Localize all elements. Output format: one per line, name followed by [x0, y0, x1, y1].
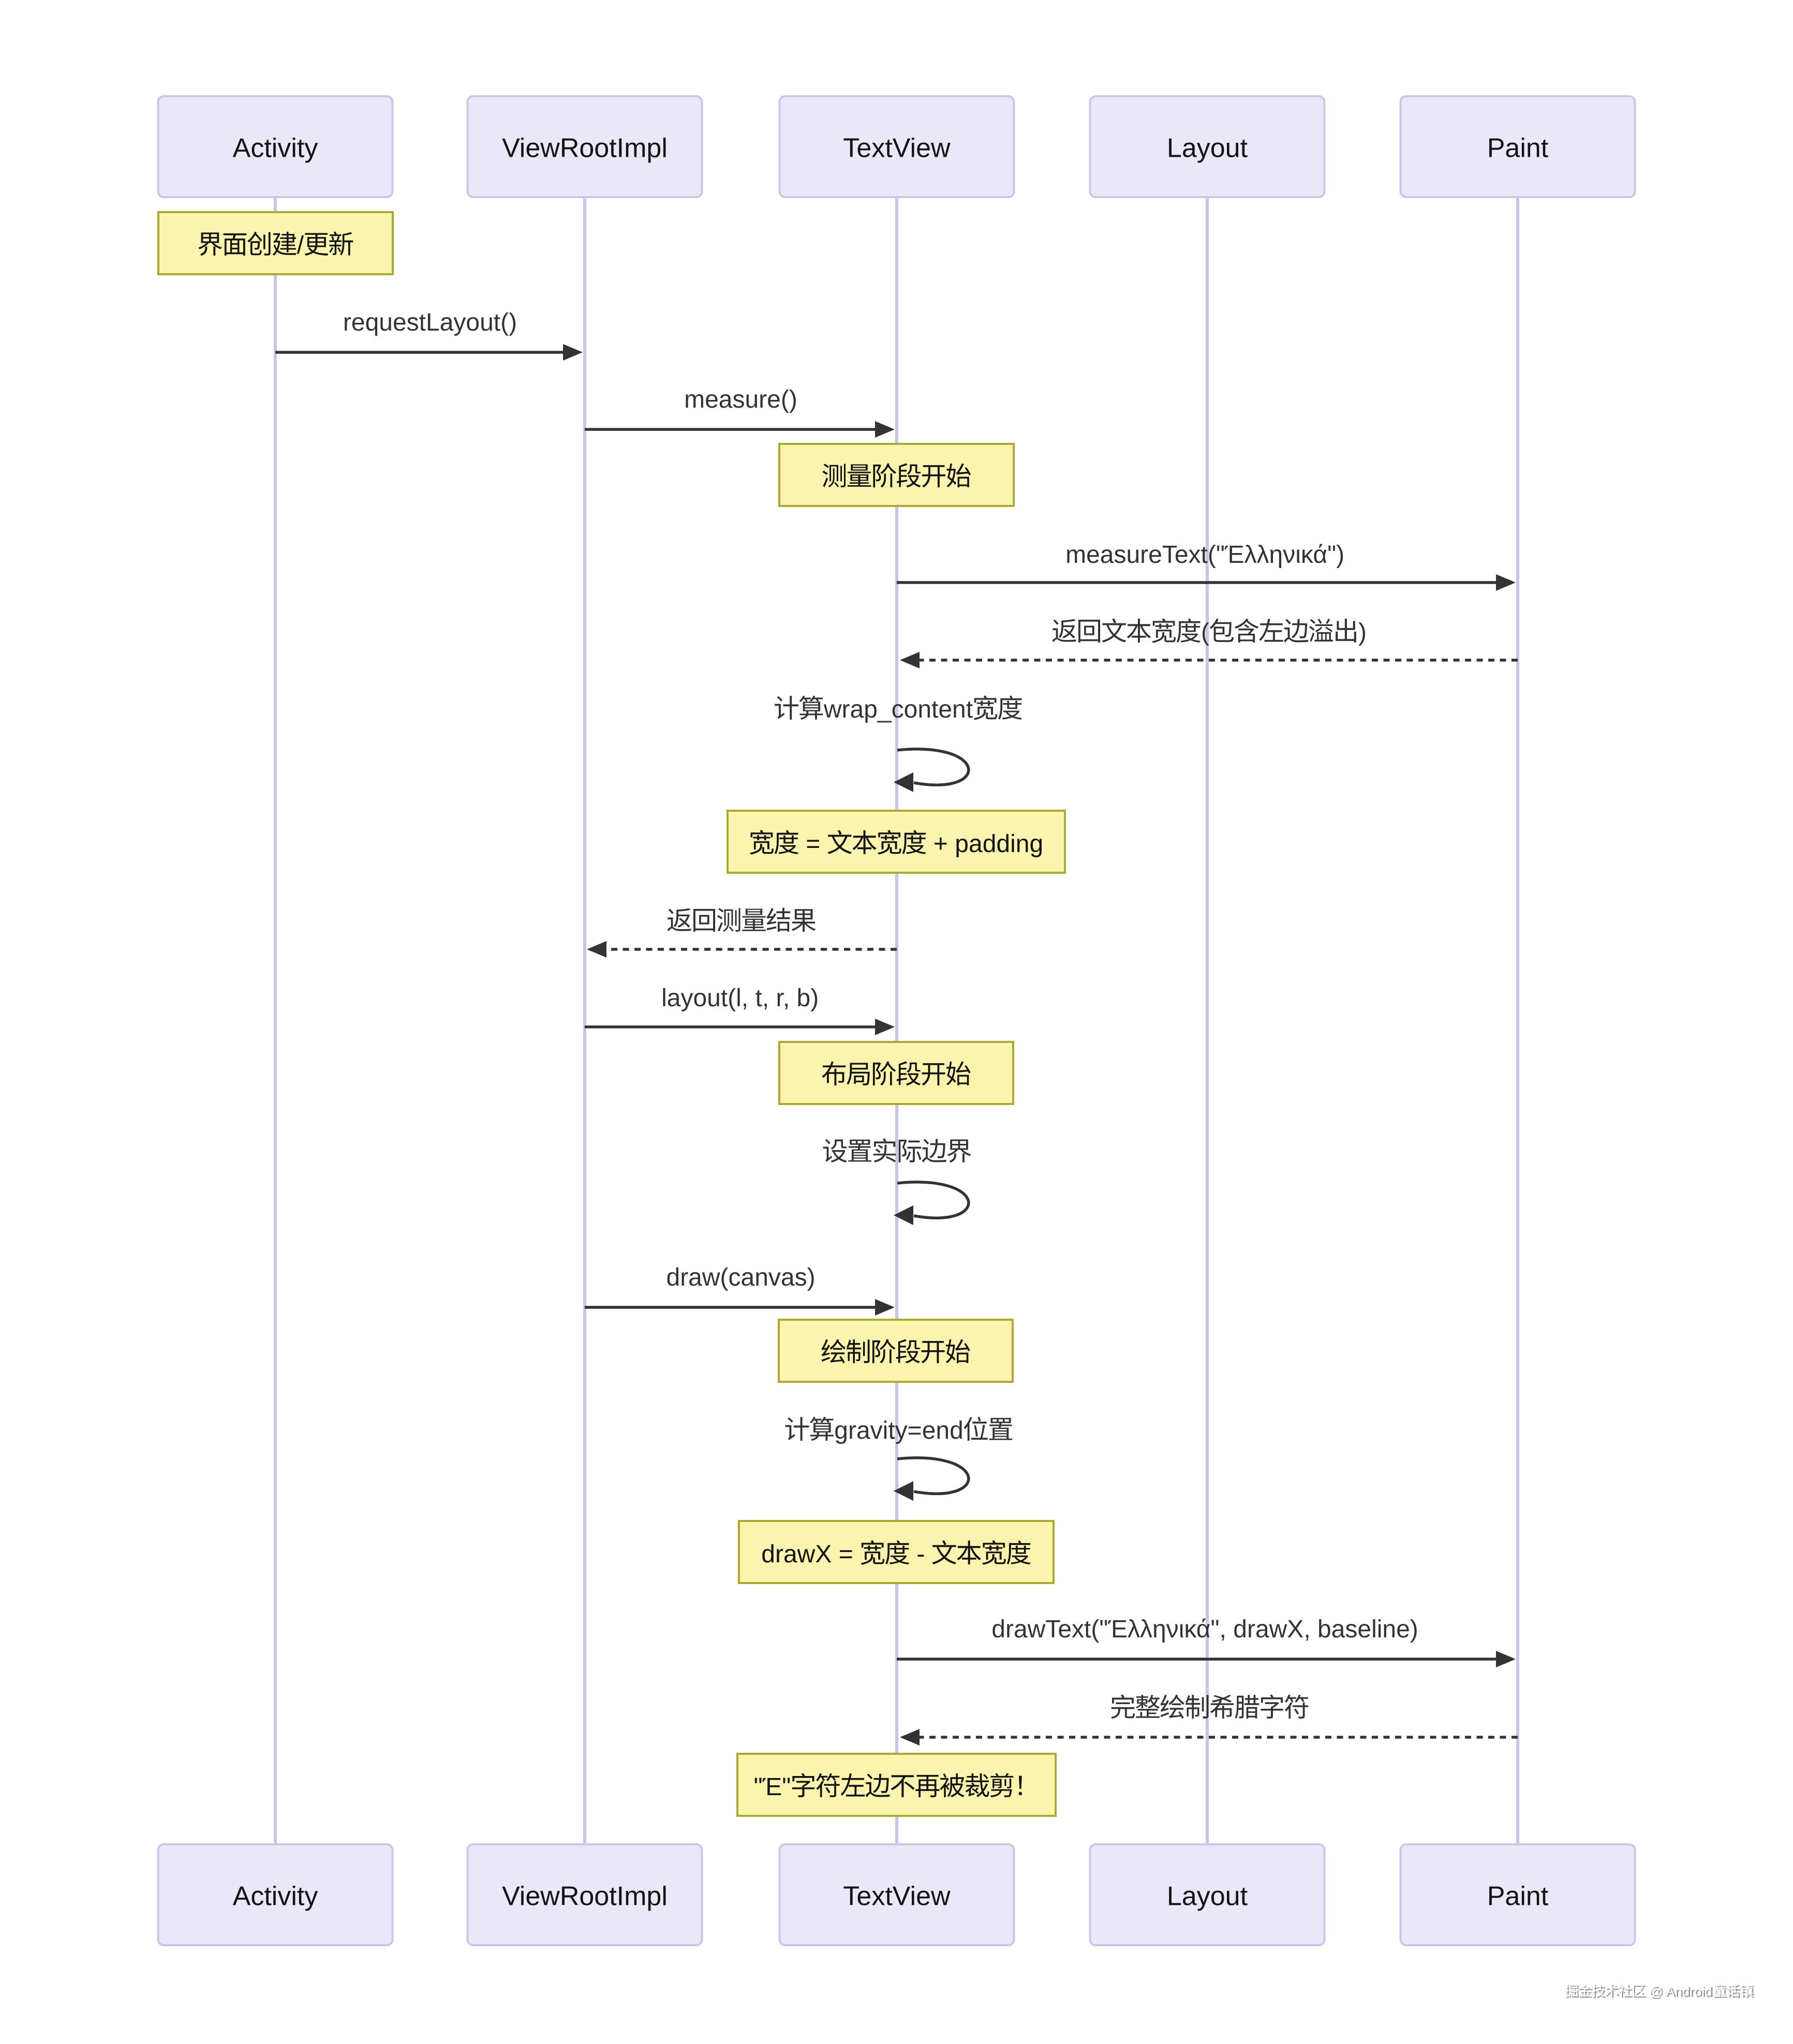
- svg-text:+ padding: + padding: [927, 830, 1044, 858]
- svg-text:measure(): measure(): [684, 386, 797, 413]
- svg-text:drawX =: drawX =: [761, 1541, 860, 1568]
- svg-text:ViewRootImpl: ViewRootImpl: [502, 1882, 668, 1912]
- svg-text:Activity: Activity: [233, 133, 318, 163]
- svg-text:/: /: [297, 232, 304, 259]
- svg-text:requestLayout(): requestLayout(): [343, 309, 517, 336]
- svg-text:TextView: TextView: [843, 1882, 951, 1912]
- svg-text:Activity: Activity: [233, 1882, 318, 1912]
- svg-text:=: =: [799, 830, 827, 858]
- svg-text:Paint: Paint: [1487, 1882, 1549, 1912]
- svg-text:"Έ": "Έ": [754, 1773, 791, 1801]
- svg-text:gravity=end: gravity=end: [834, 1417, 964, 1444]
- svg-text:draw(canvas): draw(canvas): [666, 1264, 816, 1291]
- svg-text:): ): [1358, 619, 1367, 646]
- svg-text:drawText("Έλληνικά", drawX, ba: drawText("Έλληνικά", drawX, baseline): [991, 1616, 1418, 1643]
- svg-text:wrap_content: wrap_content: [823, 696, 973, 723]
- svg-text:Layout: Layout: [1167, 133, 1248, 163]
- svg-text:@ Android: @ Android: [1647, 1985, 1713, 2000]
- svg-text:-: -: [910, 1541, 932, 1568]
- svg-text:(: (: [1201, 619, 1209, 646]
- svg-text:TextView: TextView: [843, 133, 951, 163]
- svg-text:Paint: Paint: [1487, 133, 1549, 163]
- svg-text:Layout: Layout: [1167, 1882, 1248, 1912]
- svg-text:ViewRootImpl: ViewRootImpl: [502, 133, 668, 163]
- svg-text:layout(l, t, r, b): layout(l, t, r, b): [661, 984, 819, 1012]
- svg-text:measureText("Έλληνικά"): measureText("Έλληνικά"): [1065, 541, 1344, 569]
- svg-text:@ Android: @ Android: [1645, 1983, 1712, 1998]
